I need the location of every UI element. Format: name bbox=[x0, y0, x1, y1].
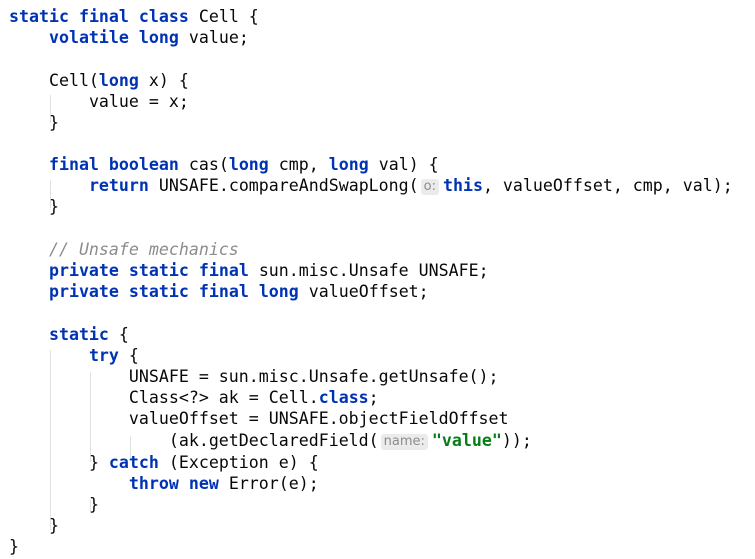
brace: { bbox=[128, 346, 139, 365]
keyword: final bbox=[198, 261, 249, 280]
keyword: new bbox=[188, 474, 219, 493]
brace: { bbox=[118, 325, 129, 344]
keyword: long bbox=[98, 71, 139, 90]
code-line-2[interactable]: volatile long value; bbox=[9, 27, 249, 48]
keyword: long bbox=[328, 155, 369, 174]
code-line-10[interactable]: } bbox=[9, 196, 59, 217]
identifier: UNSAFE.compareAndSwapLong( bbox=[158, 176, 419, 195]
code-line-25[interactable]: } bbox=[9, 515, 59, 536]
code-line-20[interactable]: valueOffset = UNSAFE.objectFieldOffset bbox=[9, 408, 509, 429]
keyword: class bbox=[138, 7, 189, 26]
identifier: Class<?> ak = Cell. bbox=[128, 388, 319, 407]
parameter-hint: name: bbox=[380, 434, 428, 450]
identifier: , valueOffset, cmp, val); bbox=[482, 176, 733, 195]
identifier: cas( bbox=[188, 155, 229, 174]
keyword: volatile bbox=[48, 28, 129, 47]
code-line-9[interactable]: return UNSAFE.compareAndSwapLong(o:this,… bbox=[9, 175, 733, 196]
code-line-6[interactable]: } bbox=[9, 112, 59, 133]
keyword: catch bbox=[108, 453, 159, 472]
indent-guide bbox=[130, 436, 131, 458]
brace: } bbox=[88, 495, 99, 514]
keyword: final bbox=[78, 7, 129, 26]
keyword: final bbox=[198, 282, 249, 301]
identifier: value = x; bbox=[88, 92, 189, 111]
keyword: this bbox=[442, 176, 483, 195]
keyword: static bbox=[9, 7, 69, 26]
code-line-24[interactable]: } bbox=[9, 494, 99, 515]
indent-guide bbox=[90, 372, 91, 462]
identifier: Cell( bbox=[48, 71, 99, 90]
keyword: private bbox=[48, 282, 119, 301]
identifier: (Exception e) { bbox=[168, 453, 319, 472]
indent-guide bbox=[50, 350, 51, 530]
identifier: sun.misc.Unsafe UNSAFE; bbox=[258, 261, 489, 280]
brace: } bbox=[48, 113, 59, 132]
code-line-8[interactable]: final boolean cas(long cmp, long val) { bbox=[9, 154, 439, 175]
indent-guide bbox=[50, 180, 51, 208]
code-line-5[interactable]: value = x; bbox=[9, 91, 189, 112]
identifier: Error(e); bbox=[228, 474, 319, 493]
code-line-1[interactable]: static final class Cell { bbox=[9, 6, 259, 27]
keyword: static bbox=[128, 282, 189, 301]
identifier: valueOffset = UNSAFE.objectFieldOffset bbox=[128, 409, 509, 428]
code-line-26[interactable]: } bbox=[9, 536, 19, 557]
code-line-22[interactable]: } catch (Exception e) { bbox=[9, 452, 319, 473]
parameter-hint: o: bbox=[420, 179, 439, 195]
brace: } bbox=[9, 537, 19, 556]
identifier: Cell { bbox=[198, 7, 259, 26]
identifier: UNSAFE = sun.misc.Unsafe.getUnsafe(); bbox=[128, 367, 499, 386]
identifier: valueOffset; bbox=[308, 282, 429, 301]
code-line-21[interactable]: (ak.getDeclaredField(name:"value")); bbox=[9, 430, 532, 451]
keyword: return bbox=[88, 176, 149, 195]
code-line-18[interactable]: UNSAFE = sun.misc.Unsafe.getUnsafe(); bbox=[9, 366, 499, 387]
identifier: value; bbox=[188, 28, 249, 47]
keyword: long bbox=[228, 155, 269, 174]
brace: } bbox=[48, 516, 59, 535]
keyword: private bbox=[48, 261, 119, 280]
code-line-13[interactable]: private static final sun.misc.Unsafe UNS… bbox=[9, 260, 489, 281]
code-line-23[interactable]: throw new Error(e); bbox=[9, 473, 319, 494]
identifier: (ak.getDeclaredField( bbox=[168, 431, 379, 450]
keyword: static bbox=[128, 261, 189, 280]
brace: } bbox=[48, 197, 59, 216]
indent-guide bbox=[50, 95, 51, 123]
indent-guide bbox=[90, 500, 91, 512]
code-line-16[interactable]: static { bbox=[9, 324, 129, 345]
string-literal: "value" bbox=[431, 431, 502, 450]
keyword: try bbox=[88, 346, 119, 365]
code-line-19[interactable]: Class<?> ak = Cell.class; bbox=[9, 387, 379, 408]
keyword: final bbox=[48, 155, 99, 174]
identifier: cmp, bbox=[278, 155, 329, 174]
identifier: ; bbox=[368, 388, 379, 407]
identifier: )); bbox=[501, 431, 532, 450]
keyword: boolean bbox=[108, 155, 179, 174]
code-line-14[interactable]: private static final long valueOffset; bbox=[9, 281, 429, 302]
identifier: val) { bbox=[378, 155, 439, 174]
code-line-12[interactable]: // Unsafe mechanics bbox=[9, 239, 239, 260]
code-line-17[interactable]: try { bbox=[9, 345, 139, 366]
keyword: class bbox=[318, 388, 369, 407]
keyword: throw bbox=[128, 474, 179, 493]
keyword: long bbox=[258, 282, 299, 301]
keyword: long bbox=[138, 28, 179, 47]
code-line-4[interactable]: Cell(long x) { bbox=[9, 70, 189, 91]
comment: // Unsafe mechanics bbox=[48, 240, 239, 259]
keyword: static bbox=[48, 325, 109, 344]
identifier: x) { bbox=[148, 71, 189, 90]
brace: } bbox=[88, 453, 109, 472]
